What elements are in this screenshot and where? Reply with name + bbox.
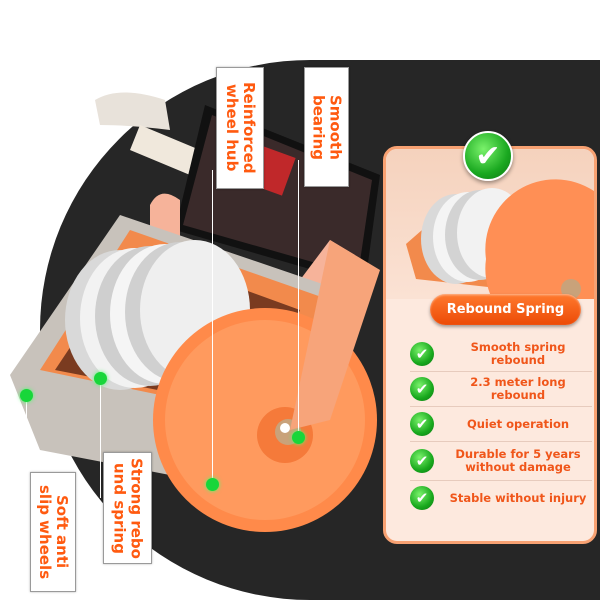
- check-icon: ✔: [410, 449, 434, 473]
- leader-line-wheel-hub: [212, 170, 213, 488]
- bearing-highlight: [280, 423, 290, 433]
- callout-text: Soft anti slip wheels: [36, 484, 71, 580]
- callout-dot-wheels: [20, 389, 33, 402]
- feature-text: 2.3 meter long rebound: [470, 375, 566, 402]
- feature-item: ✔ Stable without injury: [410, 481, 592, 515]
- handle-grip: [95, 92, 170, 130]
- callout-dot-bearing: [292, 431, 305, 444]
- callout-strong-rebound-spring: Strong rebo und spring: [103, 452, 152, 564]
- leader-line-bearing: [298, 160, 299, 438]
- callout-text: Reinforced wheel hub: [223, 82, 258, 174]
- feature-text: Durable for 5 years without damage: [455, 447, 581, 474]
- feature-item: ✔ Quiet operation: [410, 407, 592, 442]
- check-icon: ✔: [410, 342, 434, 366]
- leader-line-wheels: [26, 396, 27, 474]
- feature-item: ✔ Durable for 5 years without damage: [410, 442, 592, 481]
- callout-dot-spring: [94, 372, 107, 385]
- feature-item: ✔ 2.3 meter long rebound: [410, 372, 592, 407]
- check-icon: ✔: [410, 377, 434, 401]
- callout-text: Strong rebo und spring: [110, 457, 146, 559]
- feature-item: ✔ Smooth spring rebound: [410, 337, 592, 372]
- callout-smooth-bearing: Smooth bearing: [304, 67, 349, 187]
- big-check-icon: ✔: [463, 131, 513, 181]
- check-icon: ✔: [410, 412, 434, 436]
- callout-reinforced-wheel-hub: Reinforced wheel hub: [216, 67, 264, 189]
- callout-soft-anti-slip-wheels: Soft anti slip wheels: [30, 472, 76, 592]
- callout-text: Smooth bearing: [309, 94, 345, 160]
- panel-title: Rebound Spring: [430, 294, 581, 325]
- leader-line-spring: [100, 378, 101, 498]
- feature-text: Smooth spring rebound: [470, 340, 566, 367]
- feature-text: Quiet operation: [466, 416, 570, 431]
- check-icon: ✔: [410, 486, 434, 510]
- arm: [290, 240, 380, 430]
- callout-dot-wheel-hub: [206, 478, 219, 491]
- feature-list: ✔ Smooth spring rebound ✔ 2.3 meter long…: [410, 337, 592, 515]
- handle-neck: [130, 125, 200, 175]
- feature-text: Stable without injury: [449, 490, 587, 505]
